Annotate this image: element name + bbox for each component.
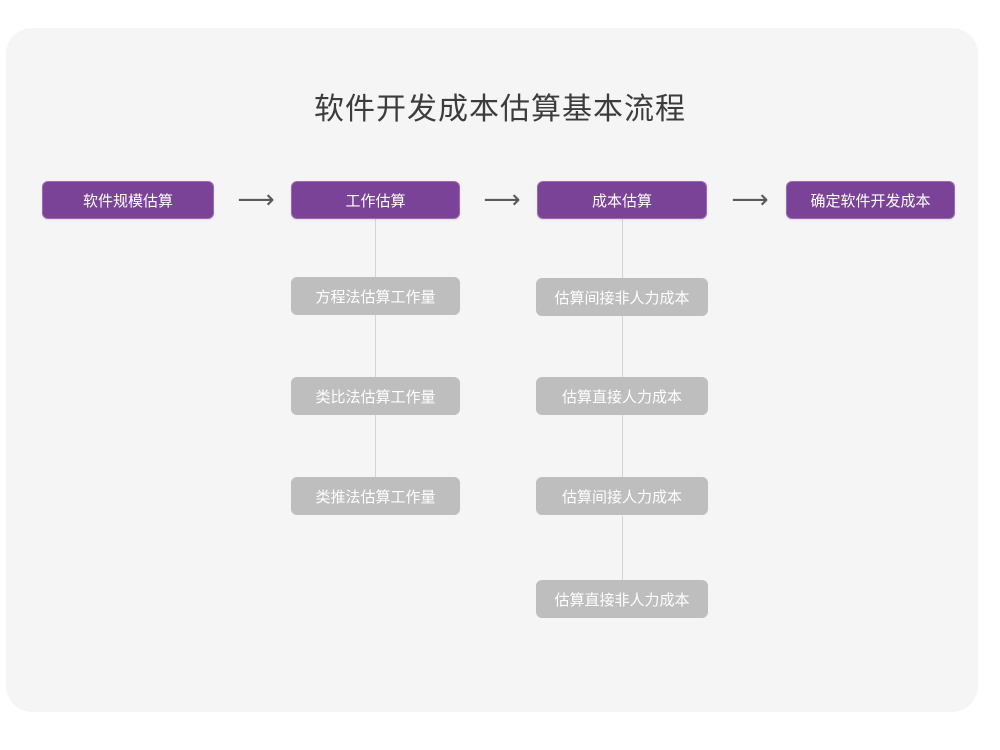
flow-arrow-3-icon: ⟶ <box>731 185 769 215</box>
flow-arrow-1-icon: ⟶ <box>237 185 275 215</box>
step-node-label: 成本估算 <box>591 191 652 210</box>
sub-node-label: 类推法估算工作量 <box>315 487 436 506</box>
connector-line-work-2 <box>375 315 376 396</box>
sub-node-direct-labor-cost[interactable]: 估算直接人力成本 <box>536 377 708 415</box>
sub-node-label: 类比法估算工作量 <box>315 387 436 406</box>
step-node-determine-development-cost[interactable]: 确定软件开发成本 <box>786 181 955 219</box>
flow-arrow-2-icon: ⟶ <box>483 185 521 215</box>
sub-node-label: 估算直接非人力成本 <box>554 590 690 609</box>
connector-line-cost-4 <box>622 516 623 598</box>
sub-node-indirect-nonlabor-cost[interactable]: 估算间接非人力成本 <box>536 278 708 316</box>
connector-line-cost-1 <box>622 217 623 297</box>
sub-node-label: 估算间接非人力成本 <box>554 288 690 307</box>
sub-node-equation-method[interactable]: 方程法估算工作量 <box>291 277 460 315</box>
sub-node-indirect-labor-cost[interactable]: 估算间接人力成本 <box>536 477 708 515</box>
sub-node-label: 方程法估算工作量 <box>315 287 436 306</box>
diagram-title: 软件开发成本估算基本流程 <box>314 92 686 127</box>
connector-line-cost-2 <box>622 316 623 396</box>
sub-node-inference-method[interactable]: 类推法估算工作量 <box>291 477 460 515</box>
step-node-label: 软件规模估算 <box>82 191 173 210</box>
sub-node-label: 估算间接人力成本 <box>561 487 682 506</box>
step-node-work-estimation[interactable]: 工作估算 <box>291 181 460 219</box>
sub-node-analogy-method[interactable]: 类比法估算工作量 <box>291 377 460 415</box>
sub-node-label: 估算直接人力成本 <box>561 387 682 406</box>
sub-node-direct-nonlabor-cost[interactable]: 估算直接非人力成本 <box>536 580 708 618</box>
connector-line-cost-3 <box>622 415 623 496</box>
connector-line-work-1 <box>375 217 376 296</box>
step-node-label: 工作估算 <box>345 191 406 210</box>
diagram-card <box>6 28 978 712</box>
connector-line-work-3 <box>375 415 376 496</box>
step-node-label: 确定软件开发成本 <box>810 191 931 210</box>
step-node-cost-estimation[interactable]: 成本估算 <box>537 181 707 219</box>
step-node-software-scale-estimation[interactable]: 软件规模估算 <box>42 181 214 219</box>
